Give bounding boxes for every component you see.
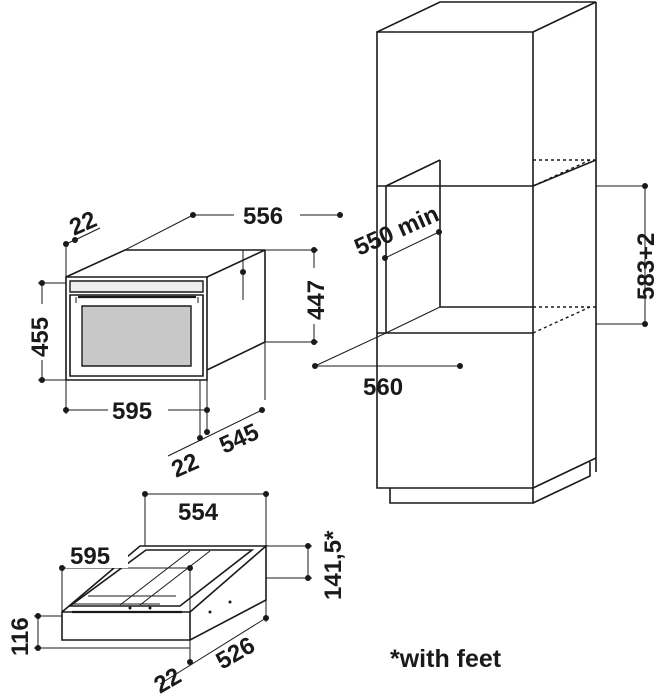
dimension-oven-depth: 556 (124, 200, 343, 251)
label-oven-side-depth: 545 (215, 419, 263, 460)
dimension-niche-height: 583+2 (596, 183, 660, 327)
label-niche-height: 583+2 (633, 233, 660, 300)
label-drawer-width: 595 (70, 543, 110, 570)
dimension-oven-inner-height: 447 (240, 247, 330, 345)
dimension-drawer-width: 595 (59, 540, 193, 612)
dimension-oven-top-offset: 22 (63, 206, 101, 277)
label-drawer-side-depth: 526 (212, 632, 260, 675)
dimension-oven-height: 455 (24, 280, 66, 383)
warming-drawer (61, 545, 269, 641)
dimension-niche-depth: 550 min (350, 200, 443, 261)
dimension-drawer-depth: 554 (142, 491, 269, 546)
label-drawer-depth: 554 (178, 499, 219, 526)
label-oven-top-offset: 22 (65, 206, 100, 242)
dimension-oven-width: 595 (63, 380, 210, 425)
label-drawer-height-with-feet: 141,5* (320, 530, 347, 600)
label-oven-height: 455 (27, 317, 54, 357)
footnote-with-feet: *with feet (390, 645, 502, 673)
dimension-drawer-height-with-feet: 141,5* (266, 530, 347, 600)
oven-unit (65, 249, 266, 381)
dimension-drawer-height: 116 (7, 613, 190, 656)
label-oven-width: 595 (112, 398, 152, 425)
built-in-cabinet (376, 1, 597, 504)
dimension-drawer-side: 22 526 (150, 600, 269, 699)
label-niche-width: 560 (363, 374, 403, 401)
dimension-niche-width: 560 (312, 332, 463, 401)
label-oven-depth: 556 (243, 203, 283, 230)
label-oven-inner-height: 447 (303, 280, 330, 320)
label-drawer-height: 116 (7, 617, 34, 656)
label-drawer-side-offset: 22 (150, 662, 187, 699)
